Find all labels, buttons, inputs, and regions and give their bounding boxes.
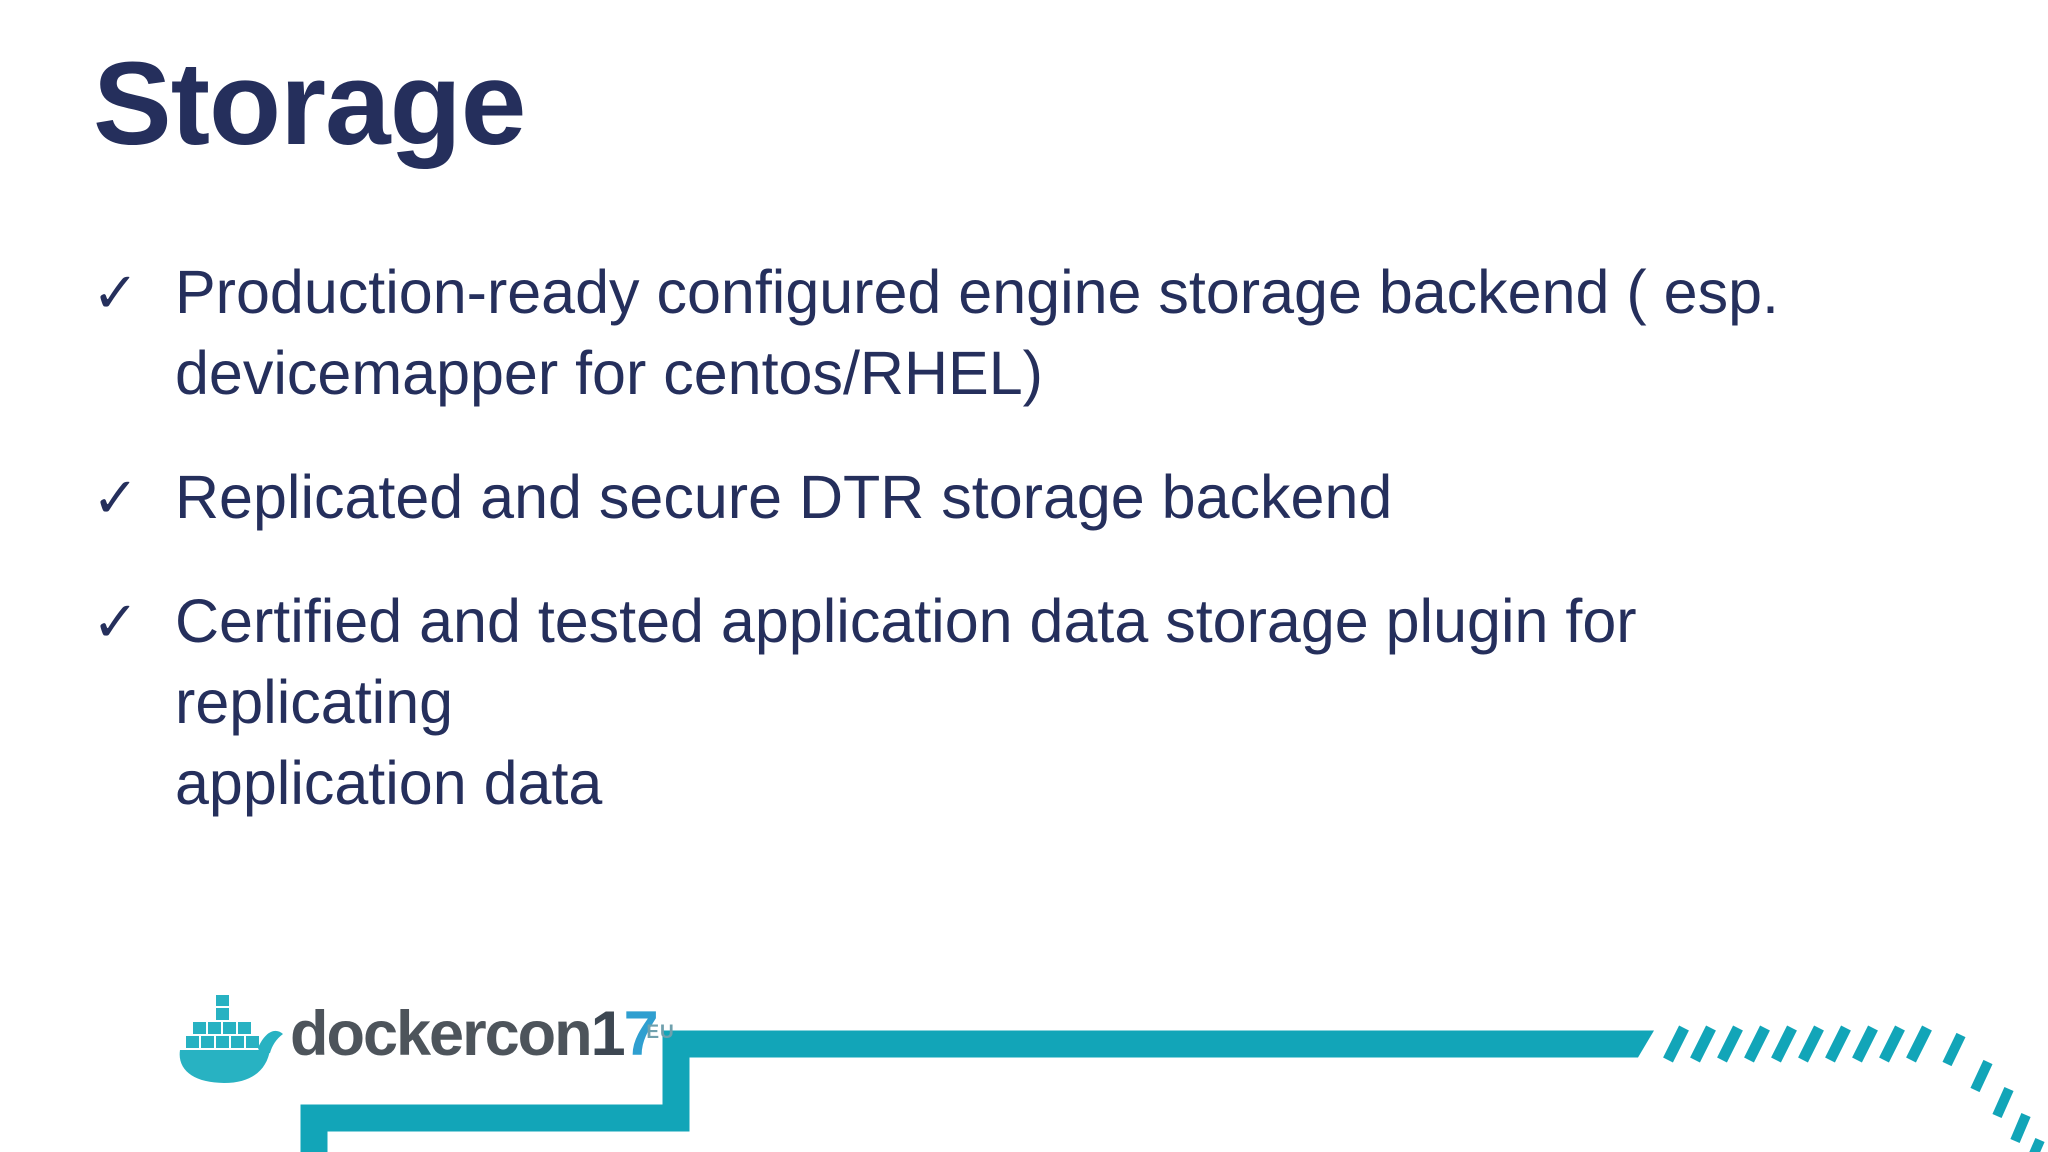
- bullet-list: ✓ Production-ready configured engine sto…: [92, 252, 1892, 867]
- bullet-item: ✓ Certified and tested application data …: [92, 581, 1892, 824]
- page-title: Storage: [93, 38, 526, 170]
- logo-region-text: EU: [646, 1022, 675, 1044]
- bullet-line: devicemapper for centos/RHEL): [175, 339, 1043, 407]
- checkmark-icon: ✓: [92, 466, 139, 529]
- checkmark-icon: ✓: [92, 590, 139, 653]
- bullet-item: ✓ Replicated and secure DTR storage back…: [92, 457, 1892, 538]
- bullet-text: Certified and tested application data st…: [175, 581, 1892, 824]
- logo-year-digit-7: 7: [623, 999, 659, 1069]
- footer-bar-tip: [1630, 1030, 1654, 1058]
- bullet-text: Production-ready configured engine stora…: [175, 252, 1779, 414]
- docker-whale-icon: [179, 995, 283, 1083]
- bullet-line: Production-ready configured engine stora…: [175, 258, 1779, 326]
- logo-year-digit-1: 1: [590, 999, 626, 1069]
- bullet-line: application data: [175, 749, 603, 817]
- bullet-line: Certified and tested application data st…: [175, 587, 1637, 736]
- logo-brand-text: dockercon: [290, 999, 593, 1069]
- checkmark-icon: ✓: [92, 261, 139, 324]
- bullet-text: Replicated and secure DTR storage backen…: [175, 457, 1392, 538]
- bullet-line: Replicated and secure DTR storage backen…: [175, 463, 1393, 531]
- bullet-item: ✓ Production-ready configured engine sto…: [92, 252, 1892, 414]
- footer-hatch-stripes: [1663, 1025, 1932, 1063]
- footer-curve-dashes: [1942, 1032, 2045, 1152]
